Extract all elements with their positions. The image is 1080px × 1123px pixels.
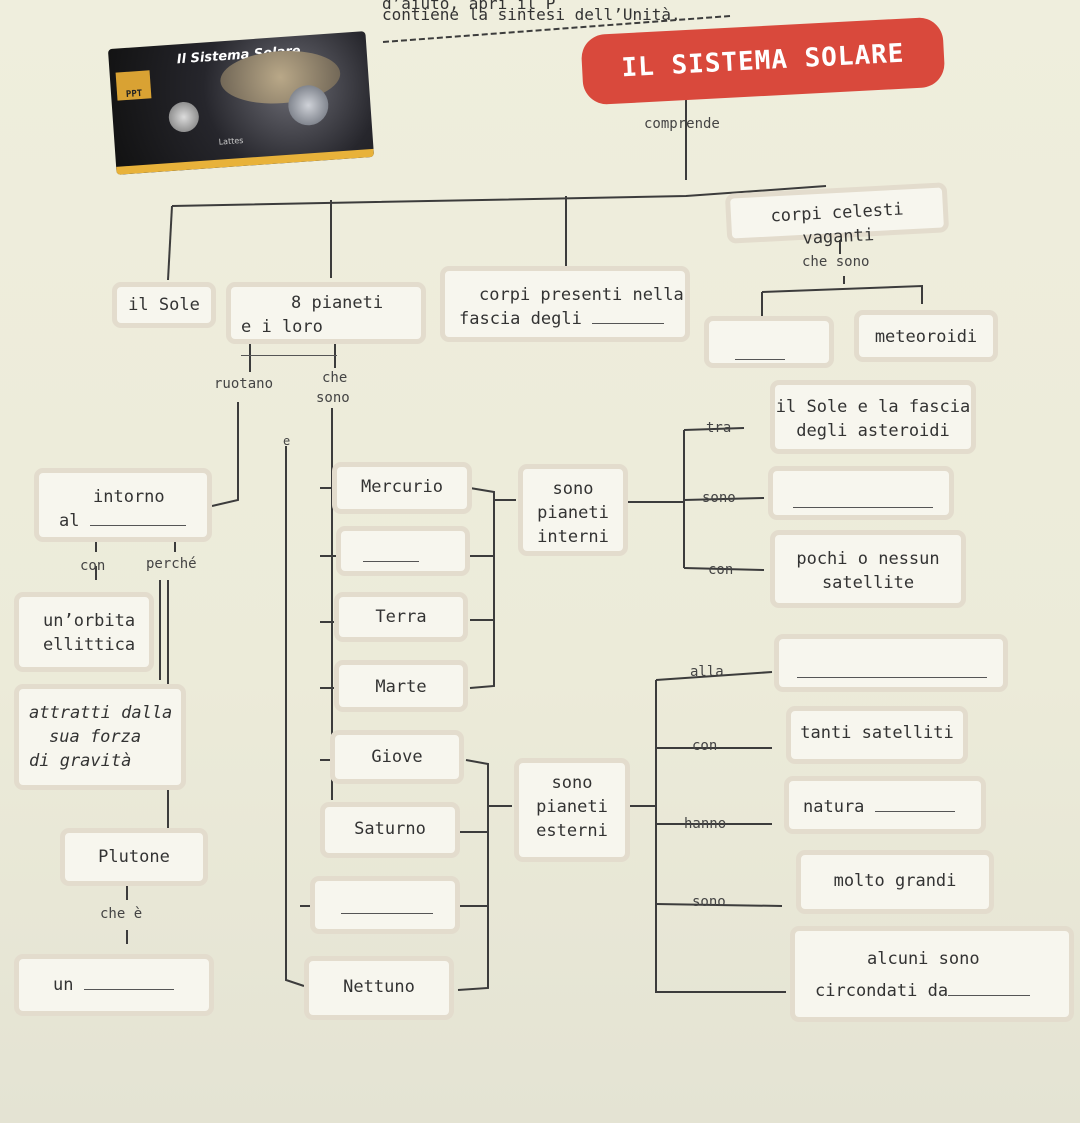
- natura-text: natura: [803, 797, 865, 817]
- fascia-line2: fascia degli: [459, 309, 582, 329]
- box-circondati: alcuni sono circondati da: [790, 926, 1074, 1022]
- label-alla: alla: [690, 664, 724, 680]
- blank-rocciosi: [793, 507, 933, 508]
- box-blank-distanza: [774, 634, 1008, 692]
- blank-comete: [735, 359, 785, 360]
- label-perche: perché: [146, 556, 197, 572]
- label-sono-interni: sono: [702, 490, 736, 506]
- interni-line3: interni: [537, 527, 609, 547]
- pianeti-line2: e i loro: [241, 317, 323, 337]
- esterni-line3: esterni: [536, 821, 608, 841]
- box-sole-fascia: il Sole e la fascia degli asteroidi: [770, 380, 976, 454]
- un-text: un: [53, 975, 74, 995]
- pochi-line1: pochi o nessun: [796, 549, 940, 569]
- sole-fascia-line2: degli asteroidi: [796, 421, 950, 441]
- esterni-line1: sono: [551, 773, 593, 793]
- label-hanno: hanno: [684, 816, 727, 832]
- blank-gassosa: [874, 811, 955, 812]
- box-nettuno: Nettuno: [304, 956, 454, 1020]
- interni-line1: sono: [552, 479, 594, 499]
- box-pianeti: 8 pianeti e i loro: [226, 282, 426, 356]
- box-orbita: un’orbita ellittica: [14, 592, 154, 672]
- blank-urano: [341, 913, 433, 914]
- box-giove: Giove: [330, 730, 464, 784]
- blank-pianeta-nano: [83, 989, 174, 990]
- box-tanti-satelliti: tanti satelliti: [786, 706, 968, 764]
- box-marte: Marte: [334, 660, 468, 712]
- label-con-esterni: con: [692, 738, 718, 754]
- orbita-line1: un’orbita: [43, 611, 136, 631]
- label-che: che: [322, 370, 348, 386]
- blank-satelliti: [241, 355, 337, 356]
- box-mercurio: Mercurio: [332, 462, 472, 514]
- intorno-line2: al: [59, 511, 80, 531]
- label-con-interni: con: [708, 562, 734, 578]
- box-attratti: attratti dalla sua forza di gravità: [14, 684, 186, 790]
- box-sole: il Sole: [112, 282, 216, 328]
- circondati-line2: circondati da: [815, 981, 949, 1001]
- attratti-line1: attratti dalla: [29, 703, 173, 723]
- box-blank-comete: [704, 316, 834, 368]
- label-che-sono-top: che sono: [802, 254, 870, 270]
- header-second-line: contiene la sintesi dell’Unità.: [382, 5, 681, 24]
- label-sono: sono: [316, 390, 350, 406]
- box-natura: natura: [784, 776, 986, 834]
- box-blank-urano: [310, 876, 460, 934]
- fascia-line1: corpi presenti nella: [479, 285, 684, 305]
- box-plutone: Plutone: [60, 828, 208, 886]
- label-comprende: comprende: [644, 116, 720, 132]
- box-pianeti-esterni: sono pianeti esterni: [514, 758, 630, 862]
- sole-fascia-line1: il Sole e la fascia: [775, 397, 971, 417]
- label-che-e: che è: [100, 906, 143, 922]
- label-e: e: [283, 434, 291, 448]
- box-pianeti-interni: sono pianeti interni: [518, 464, 628, 556]
- label-con: con: [80, 558, 106, 574]
- label-tra: tra: [706, 420, 732, 436]
- box-un: un: [14, 954, 214, 1016]
- box-intorno: intorno al: [34, 468, 212, 542]
- pianeti-line1: 8 pianeti: [291, 293, 384, 313]
- box-fascia: corpi presenti nella fascia degli: [440, 266, 690, 342]
- circondati-line1: alcuni sono: [867, 949, 980, 969]
- box-blank-venere: [336, 526, 470, 576]
- blank-distanza: [797, 677, 987, 678]
- pochi-line2: satellite: [821, 573, 915, 593]
- box-meteoroidi: meteoroidi: [854, 310, 998, 362]
- intorno-line1: intorno: [93, 487, 165, 507]
- interni-line2: pianeti: [537, 503, 609, 523]
- blank-asteroidi: [592, 323, 665, 324]
- box-pochi-satelliti: pochi o nessun satellite: [770, 530, 966, 608]
- label-sono-esterni: sono: [692, 894, 726, 910]
- orbita-line2: ellittica: [43, 635, 136, 655]
- esterni-line2: pianeti: [536, 797, 608, 817]
- blank-venere: [363, 561, 419, 562]
- blank-sole: [89, 525, 186, 526]
- box-saturno: Saturno: [320, 802, 460, 858]
- blank-anelli: [948, 995, 1031, 996]
- box-blank-rocciosi: [768, 466, 954, 520]
- attratti-line3: di gravità: [29, 751, 132, 771]
- box-terra: Terra: [334, 592, 468, 642]
- attratti-line2: sua forza: [49, 727, 142, 747]
- header-top-line: d’aiuto, apri il P: [382, 0, 556, 13]
- label-ruotano: ruotano: [214, 376, 274, 392]
- box-molto-grandi: molto grandi: [796, 850, 994, 914]
